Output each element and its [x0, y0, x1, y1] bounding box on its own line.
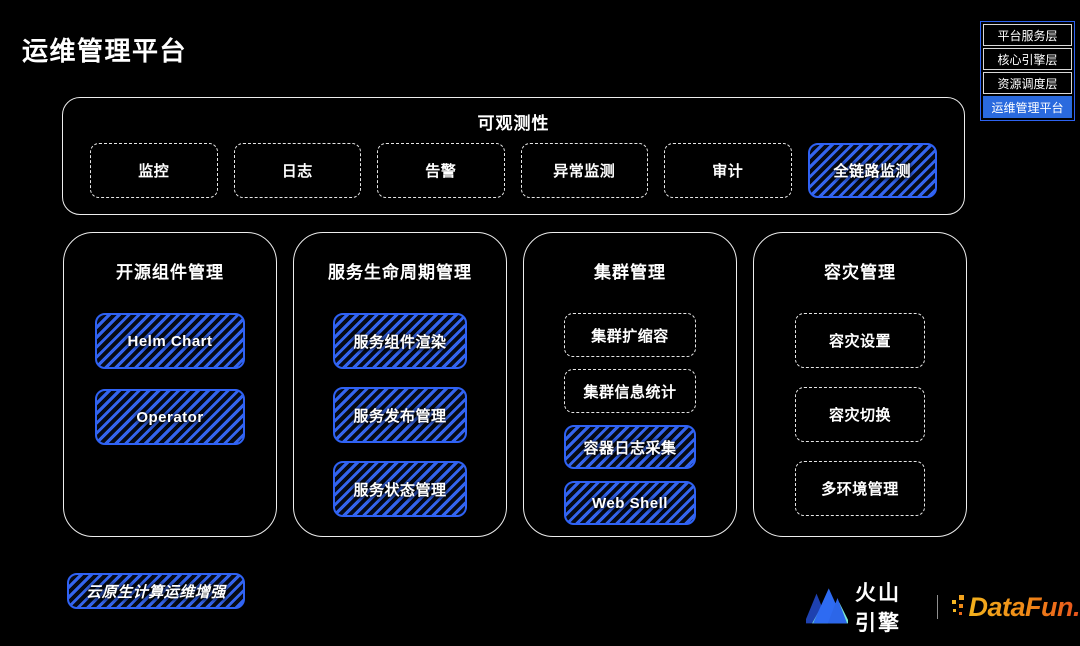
- layer-legend: 平台服务层 核心引擎层 资源调度层 运维管理平台: [980, 21, 1075, 121]
- column-boxes: Helm Chart Operator: [95, 313, 245, 445]
- box-service-status-mgmt: 服务状态管理: [333, 461, 467, 517]
- box-cluster-info-statistics: 集群信息统计: [564, 369, 696, 413]
- datafun-wordmark: DataFun.: [968, 592, 1080, 622]
- observability-section: 可观测性 监控 日志 告警 异常监测 审计 全链路监测: [62, 97, 965, 215]
- datafun-brand: DataFun.: [950, 592, 1080, 622]
- column-title: 开源组件管理: [116, 262, 224, 282]
- column-boxes: 服务组件渲染 服务发布管理 服务状态管理: [333, 313, 467, 517]
- legend-item-platform-service-layer: 平台服务层: [983, 24, 1072, 46]
- box-multi-environment-mgmt: 多环境管理: [795, 461, 925, 516]
- legend-item-resource-scheduling-layer: 资源调度层: [983, 72, 1072, 94]
- box-service-release-mgmt: 服务发布管理: [333, 387, 467, 443]
- box-helm-chart: Helm Chart: [95, 313, 245, 369]
- column-service-lifecycle-mgmt: 服务生命周期管理 服务组件渲染 服务发布管理 服务状态管理: [293, 232, 507, 537]
- observability-box-anomaly-detection: 异常监测: [520, 143, 648, 198]
- observability-box-full-link-monitoring: 全链路监测: [807, 143, 937, 198]
- column-open-source-component-mgmt: 开源组件管理 Helm Chart Operator: [63, 232, 277, 537]
- datafun-dots-icon: [950, 592, 967, 622]
- volcano-engine-brand: 火山引擎: [804, 577, 924, 637]
- page-title: 运维管理平台: [22, 36, 188, 66]
- observability-box-alerting: 告警: [377, 143, 505, 198]
- column-boxes: 集群扩缩容 集群信息统计 容器日志采集 Web Shell: [564, 313, 696, 525]
- footer-divider: [936, 595, 938, 619]
- footer-brands: 火山引擎 DataFun.: [804, 582, 1080, 635]
- legend-item-ops-platform-active: 运维管理平台: [983, 96, 1072, 118]
- volcano-engine-wordmark: 火山引擎: [855, 582, 901, 635]
- column-disaster-recovery-mgmt: 容灾管理 容灾设置 容灾切换 多环境管理: [753, 232, 967, 537]
- observability-box-audit: 审计: [664, 143, 792, 198]
- box-dr-settings: 容灾设置: [795, 313, 925, 368]
- column-cluster-mgmt: 集群管理 集群扩缩容 集群信息统计 容器日志采集 Web Shell: [523, 232, 737, 537]
- observability-title: 可观测性: [477, 114, 550, 133]
- box-operator: Operator: [95, 389, 245, 445]
- observability-box-logs: 日志: [233, 143, 361, 198]
- column-title: 容灾管理: [824, 262, 896, 282]
- cloud-native-ops-enhancement-badge: 云原生计算运维增强: [67, 573, 245, 609]
- legend-item-core-engine-layer: 核心引擎层: [983, 48, 1072, 70]
- volcano-engine-logo-icon: [804, 585, 850, 630]
- box-container-log-collection: 容器日志采集: [564, 425, 696, 469]
- column-title: 服务生命周期管理: [328, 262, 472, 282]
- box-dr-switchover: 容灾切换: [795, 387, 925, 442]
- column-title: 集群管理: [594, 262, 666, 282]
- box-cluster-scaling: 集群扩缩容: [564, 313, 696, 357]
- box-service-component-rendering: 服务组件渲染: [333, 313, 467, 369]
- box-web-shell: Web Shell: [564, 481, 696, 525]
- observability-row: 监控 日志 告警 异常监测 审计 全链路监测: [90, 143, 937, 198]
- observability-box-monitoring: 监控: [90, 143, 218, 198]
- column-boxes: 容灾设置 容灾切换 多环境管理: [795, 313, 925, 516]
